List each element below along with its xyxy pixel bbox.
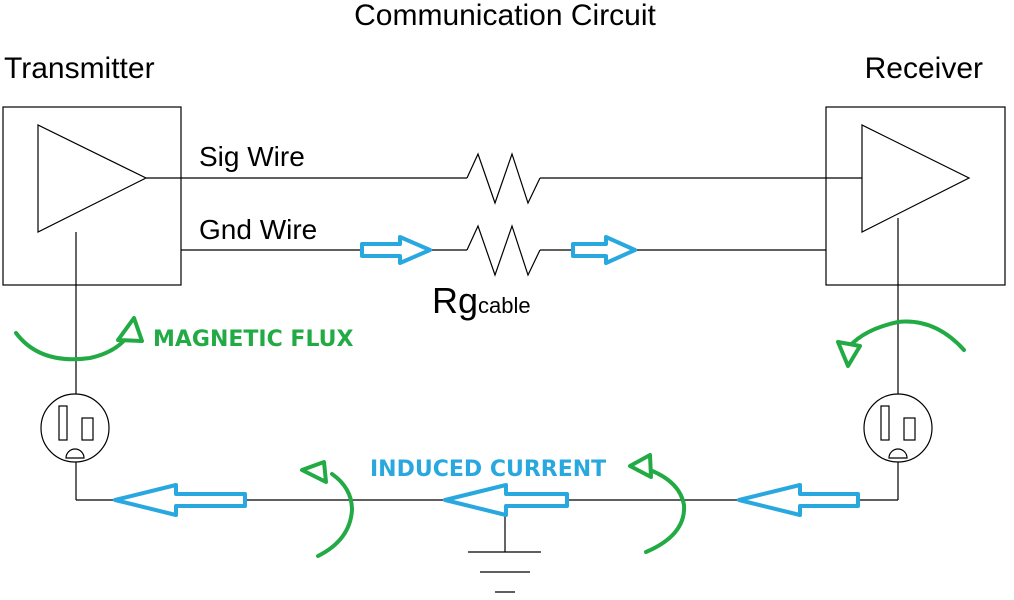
signal-wire <box>146 152 862 205</box>
right-outlet-icon <box>863 393 933 463</box>
bottom-current-arrow-middle <box>443 483 569 517</box>
transmitter-box <box>2 106 182 286</box>
bottom-current-arrow-left <box>113 483 247 517</box>
diagram-title: Communication Circuit <box>354 0 656 32</box>
transmitter-amplifier-symbol <box>37 124 148 233</box>
flux-arrow-receiver <box>836 319 966 368</box>
resistor-label-main: Rg <box>432 280 478 321</box>
flux-arrow-bottom-left <box>300 460 354 558</box>
ground-wire-current-arrow-2 <box>571 235 637 265</box>
transmitter-label: Transmitter <box>4 52 155 85</box>
receiver-amplifier-symbol <box>861 124 971 233</box>
resistor-label-sub: cable <box>478 293 531 318</box>
ground-resistor-symbol <box>466 224 541 277</box>
signal-resistor-symbol <box>466 152 541 205</box>
flux-arrow-transmitter <box>14 316 144 362</box>
flux-arrow-bottom-right <box>628 453 687 554</box>
sig-wire-label: Sig Wire <box>199 141 305 172</box>
induced-current-label: INDUCED CURRENT <box>370 457 606 482</box>
magnetic-flux-label: MAGNETIC FLUX <box>153 327 354 352</box>
ground-wire-current-arrow-1 <box>360 235 432 265</box>
receiver-box <box>825 106 1006 286</box>
receiver-label: Receiver <box>865 52 983 85</box>
resistor-label: Rgcable <box>432 280 531 321</box>
gnd-wire-label: Gnd Wire <box>199 214 317 245</box>
bottom-current-arrow-right <box>737 483 860 517</box>
earth-ground-icon <box>468 551 541 593</box>
left-outlet-icon <box>40 393 110 463</box>
